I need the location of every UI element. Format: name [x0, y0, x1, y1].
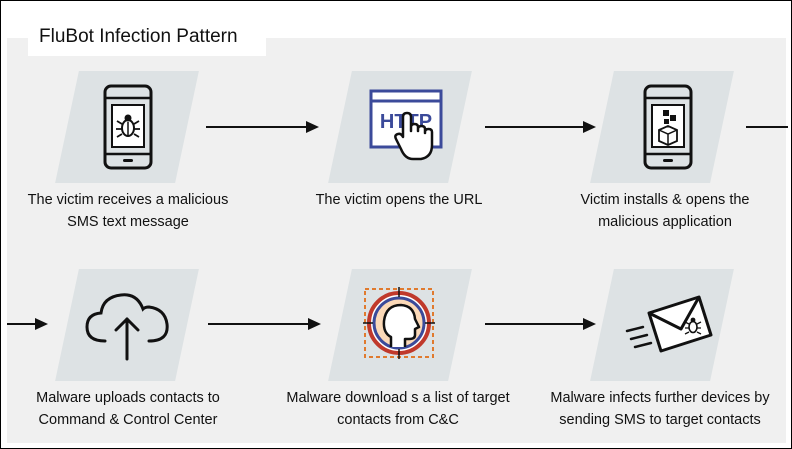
- step-3-line-2: malicious application: [598, 214, 732, 230]
- title-box: FluBot Infection Pattern: [28, 20, 266, 56]
- step-6-line-1: Malware infects further devices by: [550, 390, 770, 406]
- step-3-line-1: Victim installs & opens the: [580, 192, 750, 208]
- arrow-step2-to-step3: [485, 121, 596, 133]
- http-click-icon: HTTP: [369, 89, 443, 161]
- step-4-line-2: Command & Control Center: [38, 412, 218, 428]
- step-3-caption: Victim installs & opens the malicious ap…: [541, 189, 789, 233]
- cloud-upload-icon: [85, 293, 169, 361]
- diagram-title: FluBot Infection Pattern: [39, 26, 238, 47]
- step-2-line-1: The victim opens the URL: [315, 192, 483, 208]
- step-6-line-2: sending SMS to target contacts: [559, 412, 761, 428]
- arrow-step5-to-step6: [485, 318, 596, 330]
- step-5-line-2: contacts from C&C: [337, 412, 459, 428]
- step-1-caption: The victim receives a malicious SMS text…: [1, 189, 255, 233]
- step-1-line-2: SMS text message: [67, 214, 189, 230]
- step-2-caption: The victim opens the URL: [281, 189, 517, 211]
- step-1-line-1: The victim receives a malicious: [27, 192, 229, 208]
- step-5-line-1: Malware download s a list of target: [286, 390, 510, 406]
- target-profile-icon: [363, 287, 435, 359]
- step-5-caption: Malware download s a list of target cont…: [263, 387, 533, 431]
- step-4-caption: Malware uploads contacts to Command & Co…: [3, 387, 253, 431]
- arrow-step4-to-step5: [208, 318, 321, 330]
- arrow-row1-exit: [746, 126, 788, 128]
- step-4-line-1: Malware uploads contacts to: [36, 390, 220, 406]
- phone-install-icon: [643, 84, 693, 170]
- arrow-step1-to-step2: [206, 121, 319, 133]
- step-6-caption: Malware infects further devices by sendi…: [533, 387, 787, 431]
- arrow-row2-entry: [7, 318, 48, 330]
- infected-phone-icon: [103, 84, 153, 170]
- infected-envelope-icon: [625, 295, 713, 353]
